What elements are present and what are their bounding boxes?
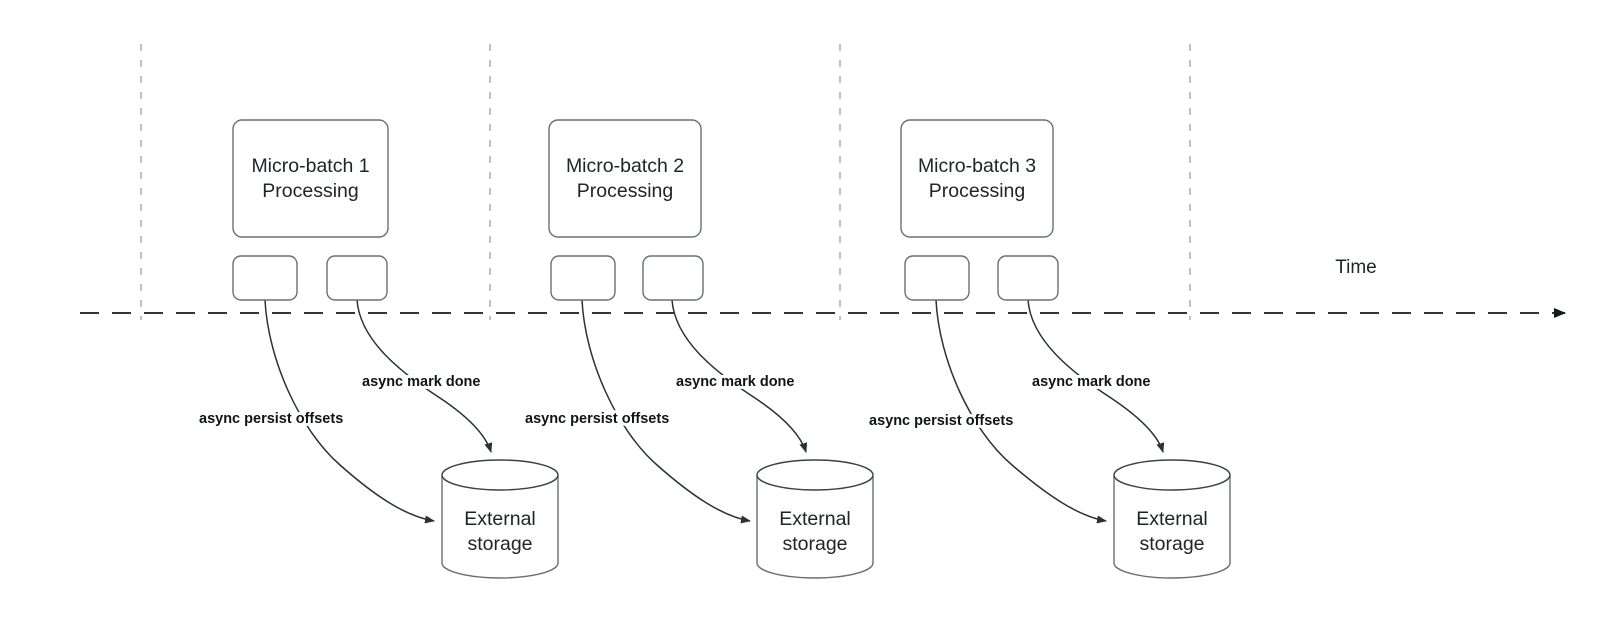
external-storage-cylinder-body[interactable]	[756, 475, 874, 579]
micro-batch-label-line2: Processing	[577, 180, 673, 202]
async-mark-done-edge	[1027, 299, 1165, 453]
external-storage-label-line1: External	[779, 508, 851, 530]
external-storage-cylinder-top[interactable]	[441, 459, 559, 491]
async-persist-offsets-edge-label-halo: async persist offsets	[869, 413, 1013, 429]
external-storage-label-line2: storage	[467, 533, 532, 555]
async-persist-offsets-edge	[581, 299, 751, 524]
async-mark-done-edge-label-halo: async mark done	[1032, 374, 1150, 390]
async-mark-done-edge-label: async mark done	[362, 374, 480, 390]
micro-batch-process-box[interactable]	[900, 119, 1054, 238]
external-storage-label-line1: External	[1136, 508, 1208, 530]
nodes-layer: Micro-batch 1ProcessingExternalstorageMi…	[232, 119, 1231, 579]
time-axis: Time	[80, 257, 1566, 318]
external-storage-label-line2: storage	[1139, 533, 1204, 555]
micro-batch-process-box[interactable]	[232, 119, 389, 238]
micro-batch-label-line1: Micro-batch 3	[918, 155, 1036, 177]
external-storage-label-line2: storage	[782, 533, 847, 555]
async-persist-offsets-edge	[935, 299, 1107, 524]
async-persist-offsets-edge-label: async persist offsets	[869, 413, 1013, 429]
async-persist-offsets-edge-label: async persist offsets	[525, 411, 669, 427]
async-mark-done-edge	[356, 299, 493, 453]
micro-batch-label-line1: Micro-batch 2	[566, 155, 684, 177]
async-persist-offsets-edge-label-halo: async persist offsets	[525, 411, 669, 427]
external-storage-cylinder-body[interactable]	[1113, 475, 1231, 579]
external-storage-cylinder-top[interactable]	[756, 459, 874, 491]
mark-done-task[interactable]	[997, 255, 1059, 301]
mark-done-task[interactable]	[326, 255, 388, 301]
external-storage-cylinder-body[interactable]	[441, 475, 559, 579]
async-mark-done-edge	[671, 299, 808, 453]
persist-offsets-task[interactable]	[232, 255, 298, 301]
micro-batch-label-line1: Micro-batch 1	[251, 155, 369, 177]
async-persist-offsets-edge	[264, 299, 435, 524]
edge-labels-layer: async persist offsets async persist offse…	[196, 371, 1153, 432]
async-mark-done-edge-label: async mark done	[1032, 374, 1150, 390]
external-storage-cylinder-top[interactable]	[1113, 459, 1231, 491]
micro-batch-process-box[interactable]	[548, 119, 702, 238]
mark-done-task[interactable]	[642, 255, 704, 301]
batch-boundaries	[140, 44, 1191, 320]
external-storage-label-line1: External	[464, 508, 536, 530]
async-mark-done-edge-label-halo: async mark done	[676, 374, 794, 390]
persist-offsets-task[interactable]	[904, 255, 970, 301]
micro-batch-label-line2: Processing	[262, 180, 358, 202]
micro-batch-label-line2: Processing	[929, 180, 1025, 202]
async-mark-done-edge-label-halo: async mark done	[362, 374, 480, 390]
time-axis-label: Time	[1335, 257, 1377, 278]
persist-offsets-task[interactable]	[550, 255, 616, 301]
async-persist-offsets-edge-label: async persist offsets	[199, 411, 343, 427]
async-mark-done-edge-label: async mark done	[676, 374, 794, 390]
edges-layer	[264, 299, 1165, 524]
async-persist-offsets-edge-label-halo: async persist offsets	[199, 411, 343, 427]
